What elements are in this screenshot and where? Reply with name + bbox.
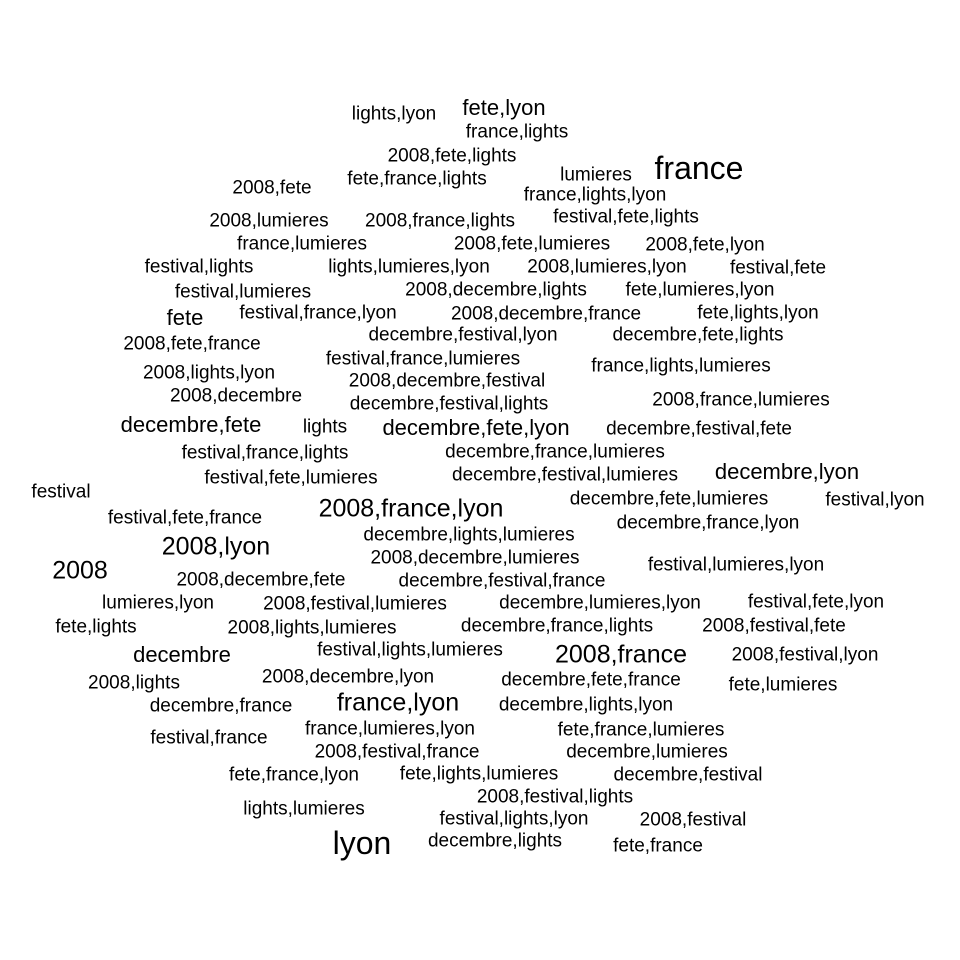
word-cloud-term: 2008,fete,lumieres — [453, 233, 611, 255]
word-cloud-term: 2008,decembre,fete — [176, 569, 346, 591]
word-cloud-term: decembre,fete,lyon — [382, 415, 570, 440]
word-cloud-term: 2008 — [52, 556, 108, 585]
word-cloud-term: festival — [31, 481, 91, 503]
word-cloud-term: 2008,lyon — [161, 532, 271, 561]
word-cloud-term: fete,lumieres,lyon — [625, 279, 775, 301]
word-cloud-term: fete,lights — [55, 616, 137, 638]
word-cloud-term: fete,lumieres — [728, 674, 838, 696]
word-cloud-term: decembre,france,lights — [460, 615, 654, 637]
word-cloud-term: lumieres — [560, 164, 632, 186]
word-cloud-term: 2008,lumieres — [209, 210, 329, 232]
word-cloud-term: 2008,festival,france — [314, 741, 480, 763]
word-cloud-term: decembre,lights,lumieres — [363, 524, 575, 546]
word-cloud-term: fete — [166, 305, 204, 330]
word-cloud-term: lights,lumieres,lyon — [328, 256, 490, 278]
word-cloud-term: 2008,festival,lumieres — [263, 593, 447, 615]
word-cloud-term: decembre,lumieres,lyon — [499, 592, 701, 614]
word-cloud-term: festival,fete,france — [107, 507, 263, 529]
word-cloud-term: france,lights — [465, 121, 569, 143]
word-cloud-term: decembre,france — [149, 695, 293, 717]
word-cloud-term: festival,lights,lumieres — [317, 639, 503, 661]
word-cloud-term: 2008,fete,lights — [387, 145, 517, 167]
word-cloud-term: festival,france,lights — [181, 442, 349, 464]
word-cloud-term: fete,france — [613, 835, 703, 857]
word-cloud-term: france,lights,lyon — [523, 184, 667, 206]
word-cloud-term: lights,lyon — [351, 103, 437, 125]
word-cloud-term: festival,fete,lights — [553, 206, 699, 228]
word-cloud-term: fete,lyon — [462, 95, 546, 120]
word-cloud-term: decembre — [133, 642, 231, 667]
word-cloud-term: 2008,fete — [232, 177, 312, 199]
word-cloud-term: fete,france,lights — [347, 168, 487, 190]
word-cloud-term: 2008,lights — [88, 672, 180, 694]
word-cloud-term: 2008,festival,lyon — [731, 644, 879, 666]
word-cloud-term: decembre,festival,fete — [606, 418, 792, 440]
word-cloud-term: lumieres,lyon — [102, 592, 214, 614]
word-cloud-term: decembre,lyon — [714, 459, 860, 484]
word-cloud-term: france — [654, 150, 744, 186]
word-cloud-term: festival,france,lyon — [239, 302, 397, 324]
word-cloud-term: festival,lyon — [825, 489, 925, 511]
word-cloud-term: decembre,fete,lights — [612, 324, 784, 346]
word-cloud-term: festival,france — [150, 727, 268, 749]
word-cloud-term: fete,france,lyon — [229, 764, 359, 786]
word-cloud-term: decembre,festival — [613, 764, 763, 786]
word-cloud-term: lights — [302, 416, 348, 438]
word-cloud-term: festival,lights — [144, 256, 254, 278]
word-cloud-term: 2008,decembre,lights — [405, 279, 587, 301]
word-cloud-term: lyon — [332, 825, 392, 861]
word-cloud-term: 2008,decembre,lyon — [261, 666, 435, 688]
word-cloud-term: 2008,decembre,lumieres — [370, 547, 580, 569]
word-cloud-term: 2008,france,lumieres — [652, 389, 830, 411]
word-cloud-term: festival,fete,lyon — [747, 591, 885, 613]
word-cloud-term: fete,lights,lumieres — [399, 763, 559, 785]
word-cloud-term: decembre,lights,lyon — [498, 694, 674, 716]
word-cloud-term: fete,france,lumieres — [557, 719, 725, 741]
word-cloud-term: decembre,france,lyon — [616, 512, 800, 534]
word-cloud-term: decembre,festival,lumieres — [452, 464, 678, 486]
word-cloud-term: festival,france,lumieres — [325, 348, 521, 370]
word-cloud-term: decembre,festival,france — [398, 570, 606, 592]
word-cloud-term: festival,fete — [729, 257, 827, 279]
word-cloud-term: france,lumieres — [237, 233, 367, 255]
word-cloud-term: 2008,lumieres,lyon — [527, 256, 687, 278]
word-cloud-term: 2008,decembre,festival — [348, 370, 546, 392]
word-cloud-term: decembre,lights — [427, 830, 563, 852]
word-cloud-term: 2008,france,lyon — [318, 494, 504, 523]
word-cloud-term: festival,lumieres,lyon — [647, 554, 825, 576]
word-cloud-term: festival,lights,lyon — [439, 808, 589, 830]
word-cloud-term: france,lumieres,lyon — [304, 718, 476, 740]
word-cloud-term: decembre,france,lumieres — [445, 441, 665, 463]
word-cloud-term: 2008,lights,lyon — [142, 362, 276, 384]
word-cloud-term: 2008,festival,lights — [476, 786, 634, 808]
word-cloud-term: festival,lumieres — [174, 281, 312, 303]
word-cloud-term: 2008,decembre,france — [450, 303, 642, 325]
word-cloud-term: decembre,fete,france — [501, 669, 681, 691]
word-cloud-term: decembre,fete,lumieres — [569, 488, 769, 510]
word-cloud-term: 2008,festival,fete — [702, 615, 846, 637]
word-cloud-term: france,lights,lumieres — [591, 355, 771, 377]
word-cloud-term: 2008,france,lights — [365, 210, 515, 232]
word-cloud-term: decembre,lumieres — [566, 741, 728, 763]
word-cloud-term: 2008,fete,france — [123, 333, 261, 355]
word-cloud-term: 2008,fete,lyon — [645, 234, 765, 256]
word-cloud-term: 2008,decembre — [169, 385, 303, 407]
word-cloud-term: festival,fete,lumieres — [204, 467, 378, 489]
word-cloud-term: 2008,festival — [639, 809, 747, 831]
word-cloud-term: 2008,france — [554, 640, 688, 669]
word-cloud-term: decembre,festival,lights — [349, 393, 549, 415]
word-cloud-term: lights,lumieres — [243, 798, 365, 820]
word-cloud-term: decembre,festival,lyon — [368, 324, 558, 346]
word-cloud-term: 2008,lights,lumieres — [227, 617, 397, 639]
word-cloud-term: decembre,fete — [120, 412, 262, 437]
word-cloud-term: france,lyon — [336, 688, 460, 717]
word-cloud-term: fete,lights,lyon — [697, 302, 819, 324]
